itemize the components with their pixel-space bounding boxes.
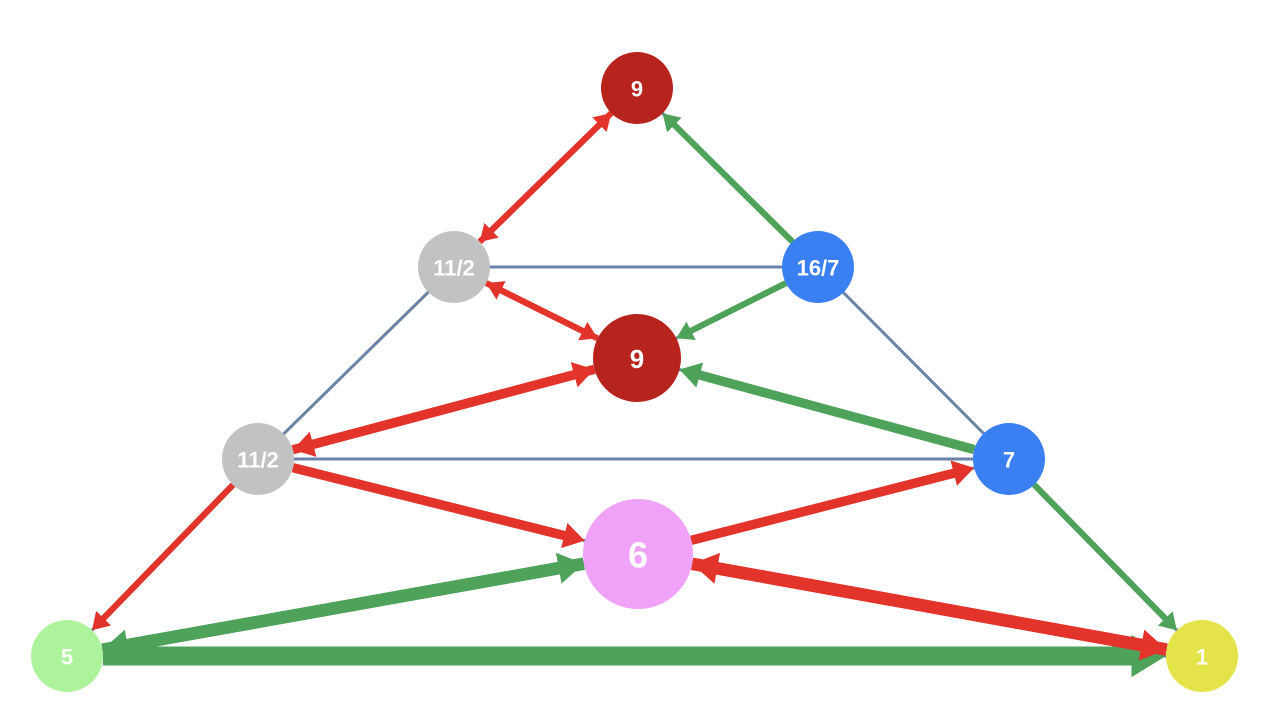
node-circle (583, 499, 693, 609)
node-upper-right[interactable]: 16/7 (782, 231, 854, 303)
node-mid-left[interactable]: 11/2 (222, 423, 294, 495)
node-bottom-right[interactable]: 1 (1166, 620, 1238, 692)
node-center[interactable]: 9 (593, 314, 681, 402)
node-bottom-left[interactable]: 5 (31, 620, 103, 692)
arrow-head (679, 362, 704, 388)
arrow-shaft (671, 122, 795, 244)
node-label: 7 (1003, 448, 1015, 473)
flow-arrow-mid-right-to-bottom-right (1031, 482, 1177, 631)
node-circle (1166, 620, 1238, 692)
arrow-head (561, 522, 585, 549)
arrow-shaft (101, 561, 561, 656)
arrow-shaft (100, 482, 236, 622)
arrow-shaft (291, 463, 567, 541)
node-label: 9 (631, 77, 643, 102)
node-label: 16/7 (797, 256, 840, 281)
arrow-shaft (477, 121, 603, 245)
node-circle (222, 423, 294, 495)
arrow-head (662, 113, 682, 133)
node-label: 1 (1196, 645, 1208, 670)
node-circle (973, 423, 1045, 495)
flow-arrow-mid-left-to-lower-center (291, 463, 585, 549)
node-lower-center[interactable]: 6 (583, 499, 693, 609)
arrow-shaft (291, 369, 577, 455)
flow-arrow-bottom-left-to-lower-center (101, 552, 584, 656)
arrow-shaft (690, 468, 956, 545)
flow-arrow-upper-right-to-center (676, 280, 788, 340)
arrow-shaft (1031, 482, 1169, 622)
flow-arrow-lower-center-to-mid-right (690, 460, 975, 545)
node-top[interactable]: 9 (601, 52, 673, 124)
node-circle (782, 231, 854, 303)
node-circle (601, 52, 673, 124)
node-label: 9 (630, 344, 644, 374)
arrow-head (92, 611, 111, 631)
arrow-shaft (688, 280, 788, 335)
node-mid-right[interactable]: 7 (973, 423, 1045, 495)
flow-arrow-mid-left-to-center (291, 362, 595, 455)
flow-arrow-bottom-left-to-bottom-right (103, 634, 1166, 678)
arrow-shaft (691, 557, 1144, 652)
node-label: 11/2 (237, 448, 279, 473)
arrow-head (1157, 611, 1177, 631)
node-circle (418, 231, 490, 303)
arrow-shaft (498, 287, 599, 342)
flow-arrow-upper-right-to-top (662, 113, 795, 244)
arrow-head (555, 552, 584, 584)
node-upper-left[interactable]: 11/2 (418, 231, 490, 303)
node-label: 6 (628, 535, 648, 576)
arrow-head (486, 281, 506, 300)
arrow-head (950, 460, 975, 486)
flow-arrow-center-to-upper-left (486, 281, 599, 342)
edge-upper-left-mid-left (256, 265, 456, 461)
flow-arrow-upper-left-to-top (477, 113, 612, 245)
node-circle (593, 314, 681, 402)
edge-upper-right-mid-right (816, 265, 1011, 461)
nodes-layer: 9 11/2 16/7 9 11/2 7 6 5 1 (31, 52, 1238, 692)
node-label: 5 (61, 645, 73, 670)
arrow-head (570, 362, 595, 388)
arrows-layer (92, 110, 1177, 678)
flow-arrow-mid-left-to-bottom-left (92, 482, 236, 631)
arrow-head (592, 113, 612, 133)
flow-arrow-mid-right-to-center (679, 362, 976, 455)
node-label: 11/2 (433, 256, 475, 281)
arrow-head (676, 321, 696, 340)
arrow-shaft (697, 370, 976, 455)
node-circle (31, 620, 103, 692)
flow-arrow-lower-center-to-bottom-right (691, 557, 1167, 661)
arrow-head (1138, 629, 1167, 661)
